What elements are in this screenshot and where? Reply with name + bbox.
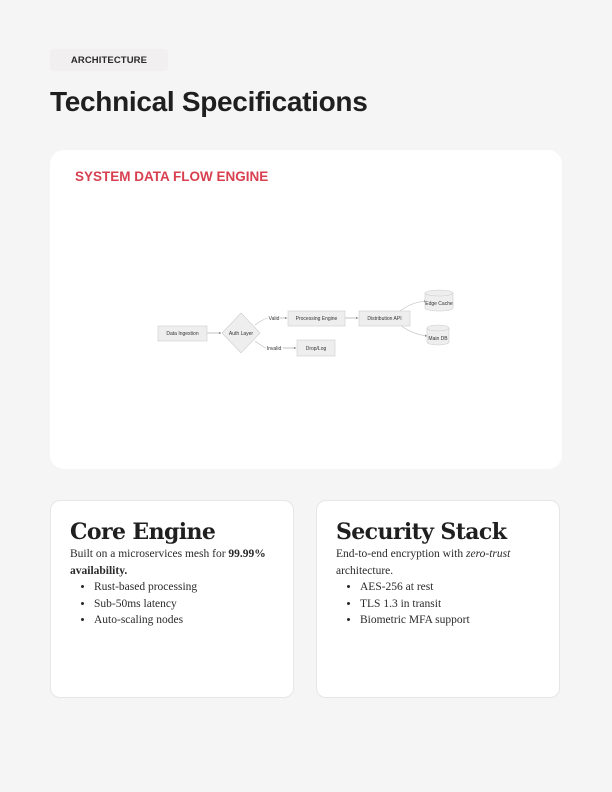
list-item: Auto-scaling nodes — [94, 612, 197, 629]
edge-label-invalid: Invalid — [267, 346, 282, 352]
core-engine-card: Core Engine Built on a microservices mes… — [50, 500, 294, 698]
node-distribution-api: Distribution API — [358, 310, 411, 327]
list-item: Rust-based processing — [94, 579, 197, 596]
svg-text:Main DB: Main DB — [428, 336, 448, 342]
svg-text:Edge Cache: Edge Cache — [425, 301, 453, 307]
list-item: AES-256 at rest — [360, 579, 470, 596]
card-description: Built on a microservices mesh for 99.99%… — [70, 548, 266, 577]
diagram-title: SYSTEM DATA FLOW ENGINE — [75, 169, 269, 184]
node-processing-engine: Processing Engine — [287, 310, 346, 327]
flow-diagram: Data Ingestion Auth Layer Valid Invalid … — [157, 289, 454, 357]
security-stack-card: Security Stack End-to-end encryption wit… — [316, 500, 560, 698]
card-description: End-to-end encryption with zero-trust ar… — [336, 548, 511, 577]
list-item: TLS 1.3 in transit — [360, 596, 470, 613]
node-data-ingestion: Data Ingestion — [157, 325, 208, 342]
feature-list: Rust-based processing Sub-50ms latency A… — [70, 579, 197, 629]
svg-text:Drop/Log: Drop/Log — [306, 346, 327, 352]
node-auth-layer: Auth Layer — [221, 312, 261, 354]
diagram-card: SYSTEM DATA FLOW ENGINE Data Ingestion A… — [50, 150, 562, 469]
svg-text:Auth Layer: Auth Layer — [229, 331, 254, 337]
feature-list: AES-256 at rest TLS 1.3 in transit Biome… — [336, 579, 470, 629]
edge-label-valid: Valid — [269, 316, 280, 322]
list-item: Sub-50ms latency — [94, 596, 197, 613]
node-main-db: Main DB — [426, 324, 450, 346]
list-item: Biometric MFA support — [360, 612, 470, 629]
svg-text:Distribution API: Distribution API — [367, 316, 401, 322]
svg-text:Data Ingestion: Data Ingestion — [166, 331, 198, 337]
svg-text:Processing Engine: Processing Engine — [296, 316, 338, 322]
card-title: Security Stack — [336, 519, 507, 545]
card-title: Core Engine — [70, 519, 216, 545]
section-tag: ARCHITECTURE — [50, 49, 168, 71]
node-edge-cache: Edge Cache — [424, 289, 454, 312]
page-title: Technical Specifications — [50, 86, 368, 117]
node-drop-log: Drop/Log — [296, 339, 336, 357]
